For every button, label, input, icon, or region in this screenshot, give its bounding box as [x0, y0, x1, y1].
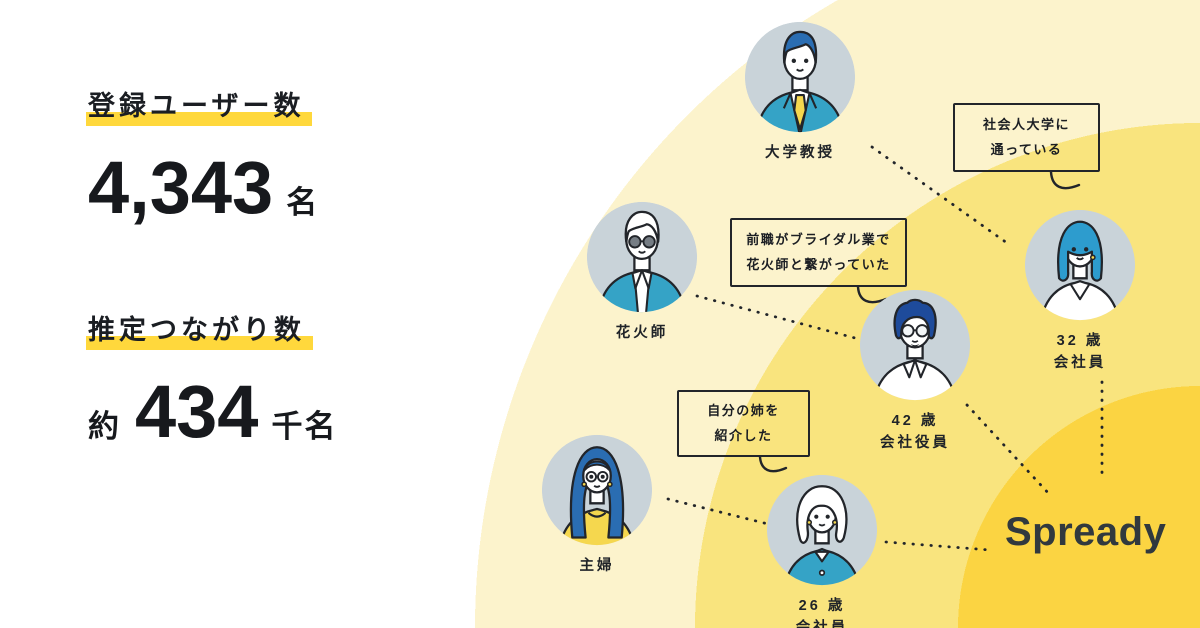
label-fireworks-artisan: 花火師 [615, 325, 669, 341]
company-executive-42-avatar [859, 289, 971, 401]
stat-registered-users-value: 4,343 名 [88, 151, 548, 225]
university-professor-avatar [744, 21, 856, 133]
label-university-professor: 大学教授 [765, 145, 835, 161]
stat-prefix: 約 [88, 409, 121, 444]
bubble-tail-3 [758, 455, 788, 473]
stat-unit: 千名 [271, 409, 338, 444]
office-worker-32-avatar [1024, 209, 1136, 321]
person-office-worker-32: 32 歳会社員 [1023, 208, 1137, 374]
stat-unit: 名 [286, 185, 320, 220]
stat-number: 4,343 [88, 146, 274, 229]
speech-bubble-adult-university: 社会人大学に通っている [953, 103, 1100, 172]
connector-woman26-center [884, 540, 992, 552]
bubble-tail-1 [1049, 170, 1081, 190]
label-office-worker-32: 32 歳会社員 [1053, 333, 1107, 371]
spready-logo: Spready [1005, 510, 1167, 554]
stat-estimated-connections-value: 約 434 千名 [88, 375, 548, 449]
person-company-executive-42: 42 歳会社役員 [858, 288, 972, 454]
stat-registered-users-label: 登録ユーザー数 [86, 84, 548, 126]
person-office-worker-26: 26 歳会社員 [765, 473, 879, 628]
label-company-executive-42: 42 歳会社役員 [880, 413, 950, 451]
stat-registered-users: 登録ユーザー数 4,343 名 [86, 84, 548, 225]
connector-man42-center [965, 403, 1052, 497]
office-worker-26-avatar [766, 474, 878, 586]
speech-bubble-introduced-sister: 自分の姉を紹介した [677, 390, 810, 457]
fireworks-artisan-avatar [586, 201, 698, 313]
housewife-avatar [541, 434, 653, 546]
person-fireworks-artisan: 花火師 [585, 200, 699, 344]
stat-estimated-connections: 推定つながり数 約 434 千名 [86, 308, 548, 449]
person-housewife: 主婦 [540, 433, 654, 577]
speech-bubble-bridal-connection: 前職がブライダル業で花火師と繋がっていた [730, 218, 907, 287]
connector-housewife-woman26 [666, 497, 770, 526]
label-office-worker-26: 26 歳会社員 [795, 598, 849, 628]
label-housewife: 主婦 [579, 558, 615, 574]
stat-number: 434 [135, 370, 259, 453]
stat-estimated-connections-label: 推定つながり数 [86, 308, 548, 350]
person-university-professor: 大学教授 [743, 20, 857, 164]
connector-fireworks-man42 [695, 294, 857, 340]
